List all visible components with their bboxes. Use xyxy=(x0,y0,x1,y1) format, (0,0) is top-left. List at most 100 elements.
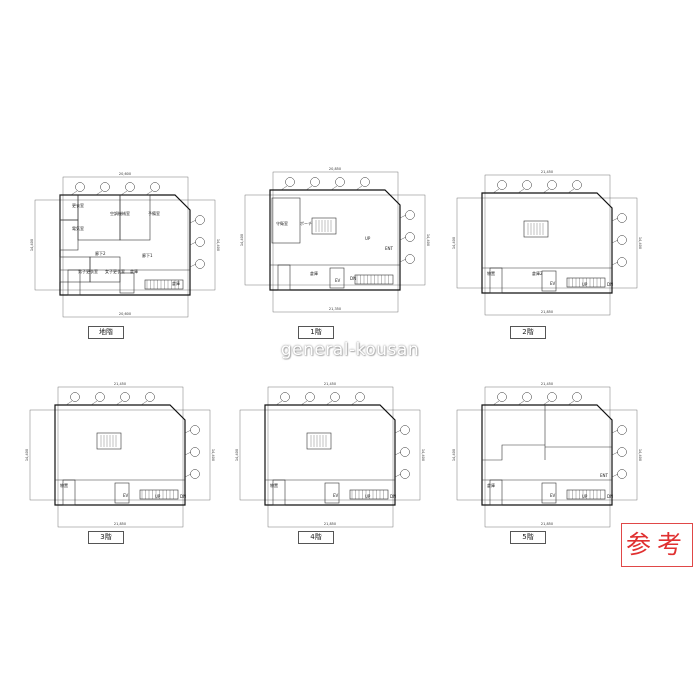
callout-leader xyxy=(567,400,575,406)
window-callout-icon xyxy=(400,447,410,457)
window-callout-icon xyxy=(120,392,130,402)
central-stair xyxy=(96,432,122,450)
room-label: ポーチ xyxy=(300,220,312,226)
callout-leader xyxy=(394,451,402,456)
room-label: DN xyxy=(180,494,186,499)
dimension-bottom: 21,850 xyxy=(541,310,553,314)
room-label: UP xyxy=(582,494,588,499)
window-callout-icon xyxy=(405,232,415,242)
window-callout-icon xyxy=(190,447,200,457)
room-wall xyxy=(77,194,121,241)
room-wall xyxy=(89,256,121,283)
main-stair xyxy=(349,489,389,500)
callout-leader xyxy=(399,214,407,219)
window-callout-icon xyxy=(360,177,370,187)
callout-leader xyxy=(611,451,619,456)
dimension-side-right: 14,400 xyxy=(421,449,425,461)
window-callout-icon xyxy=(70,392,80,402)
window-callout-icon xyxy=(195,215,205,225)
room-label: DN xyxy=(390,494,396,499)
window-callout-icon xyxy=(522,180,532,190)
callout-leader xyxy=(394,429,402,434)
dimension-top: 20,600 xyxy=(119,172,131,176)
callout-leader xyxy=(305,185,313,191)
room-label: 守衛室 xyxy=(276,220,288,226)
callout-leader xyxy=(189,219,197,224)
room-label: EV xyxy=(550,281,556,286)
window-callout-icon xyxy=(195,259,205,269)
room-label: DN xyxy=(607,494,613,499)
callout-leader xyxy=(184,451,192,456)
callout-leader xyxy=(280,185,288,191)
window-callout-icon xyxy=(617,447,627,457)
room-wall xyxy=(59,219,79,251)
dimension-frame-horizontal xyxy=(62,176,189,318)
room-label: DN xyxy=(350,276,356,281)
callout-leader xyxy=(145,190,153,196)
room-label: 物置 xyxy=(270,482,278,488)
callout-leader xyxy=(184,429,192,434)
elevator-shaft xyxy=(119,272,135,294)
dimension-side-right: 14,400 xyxy=(426,234,430,246)
room-label: EV xyxy=(333,493,339,498)
dimension-frame-vertical xyxy=(29,409,211,501)
dimension-side-left: 14,400 xyxy=(452,449,456,461)
room-label: 倉庫 xyxy=(310,270,318,276)
dimension-frame-vertical xyxy=(34,199,216,291)
dimension-top: 21,450 xyxy=(324,382,336,386)
room-label: 女子更衣室 xyxy=(105,268,125,274)
elevator-shaft xyxy=(114,482,130,504)
dimension-side-right: 14,400 xyxy=(211,449,215,461)
callout-leader xyxy=(611,217,619,222)
room-label: UP xyxy=(155,494,161,499)
callout-leader xyxy=(325,400,333,406)
dimension-frame-horizontal xyxy=(484,174,611,316)
building-outline xyxy=(269,189,401,291)
room-label: 物置 xyxy=(487,270,495,276)
window-callout-icon xyxy=(145,392,155,402)
dimension-bottom: 21,850 xyxy=(541,522,553,526)
elevator-shaft xyxy=(324,482,340,504)
floor-label-2f: 2階 xyxy=(510,326,546,339)
dimension-frame-vertical xyxy=(456,409,638,501)
window-callout-icon xyxy=(95,392,105,402)
room-label: EV xyxy=(335,278,341,283)
floor-label-4f: 4階 xyxy=(298,531,334,544)
window-callout-icon xyxy=(330,392,340,402)
dimension-bottom: 21,350 xyxy=(329,307,341,311)
stair-core xyxy=(277,264,291,291)
room-label: 空調機械室 xyxy=(110,210,130,216)
watermark: general-kousan xyxy=(280,340,420,360)
window-callout-icon xyxy=(572,392,582,402)
central-stair xyxy=(523,220,549,238)
dimension-frame-horizontal xyxy=(57,386,184,528)
dimension-side-right: 14,400 xyxy=(216,239,220,251)
dimension-top: 21,450 xyxy=(541,382,553,386)
building-outline xyxy=(264,404,396,506)
window-callout-icon xyxy=(405,210,415,220)
dimension-bottom: 20,600 xyxy=(119,312,131,316)
callout-leader xyxy=(611,261,619,266)
room-label: 更衣室 xyxy=(72,202,84,208)
window-callout-icon xyxy=(305,392,315,402)
dimension-top: 21,450 xyxy=(541,170,553,174)
dimension-side-right: 14,400 xyxy=(638,449,642,461)
floor-label-basement: 地階 xyxy=(88,326,124,339)
window-callout-icon xyxy=(497,392,507,402)
window-callout-icon xyxy=(400,425,410,435)
window-callout-icon xyxy=(195,237,205,247)
callout-leader xyxy=(399,258,407,263)
room-label: 予備室 xyxy=(148,210,160,216)
callout-leader xyxy=(90,400,98,406)
callout-leader xyxy=(189,241,197,246)
elevator-shaft xyxy=(541,270,557,292)
building-outline xyxy=(481,192,613,294)
dimension-bottom: 21,850 xyxy=(324,522,336,526)
